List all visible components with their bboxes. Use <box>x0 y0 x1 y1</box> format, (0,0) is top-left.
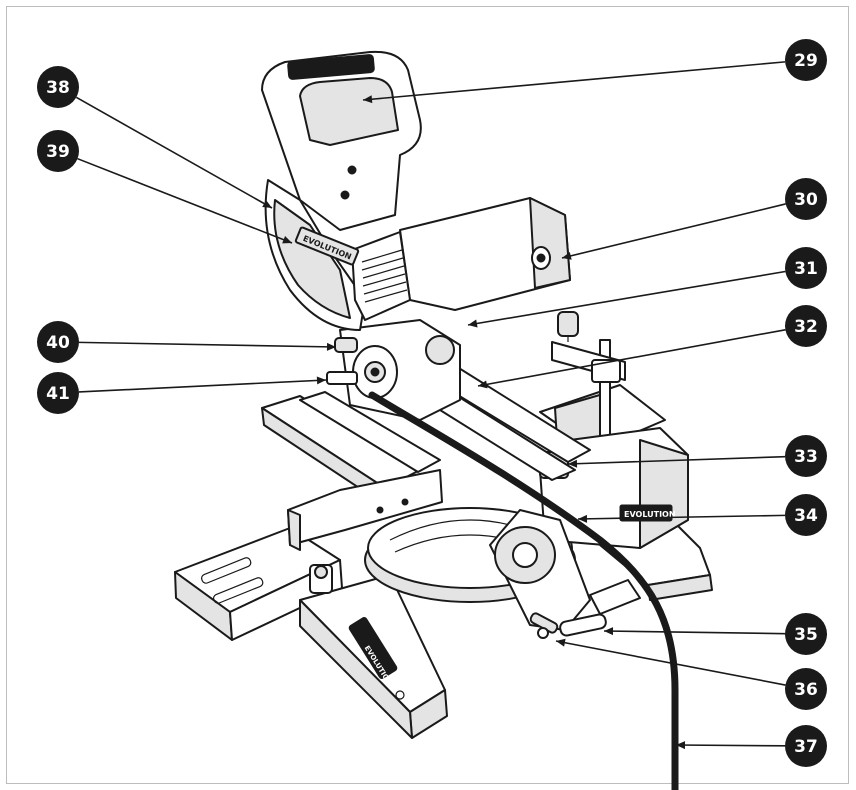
rail-housing-brand-label: EVOLUTION <box>624 510 676 519</box>
callout-arrow-tip <box>676 741 686 750</box>
callout-number: 30 <box>794 190 818 210</box>
callout-number: 36 <box>794 680 818 700</box>
callout-number: 32 <box>794 317 818 337</box>
callout-leader-line <box>567 455 786 465</box>
callout-arrow-tip <box>578 514 588 523</box>
callout-arrow-tip <box>262 200 272 208</box>
callout-badge <box>37 66 79 108</box>
callout-leader-line <box>78 341 337 348</box>
callout-39: 39 <box>37 130 293 244</box>
callout-number: 41 <box>46 384 70 404</box>
callout-number: 35 <box>794 625 818 645</box>
fence <box>287 469 443 551</box>
callout-badge <box>785 435 827 477</box>
front-foot: EVOLUTION <box>299 574 448 739</box>
callout-arrow-tip <box>562 251 572 260</box>
callout-badge <box>785 613 827 655</box>
pivot-assembly <box>326 319 461 421</box>
callout-36: 36 <box>555 638 827 710</box>
bevel-arm <box>489 509 591 631</box>
callout-arrow-tip <box>478 380 488 389</box>
callout-arrow-tip <box>363 95 373 104</box>
mitre-lock-knob <box>529 612 559 639</box>
callout-badge <box>785 668 827 710</box>
callout-number: 40 <box>46 333 70 353</box>
callout-number: 33 <box>794 447 818 467</box>
callout-badge <box>37 130 79 172</box>
callout-badge <box>37 372 79 414</box>
callout-leader-line <box>77 157 293 244</box>
callout-32: 32 <box>477 305 827 389</box>
callout-arrow-tip <box>326 342 336 351</box>
blade-guard <box>264 179 366 331</box>
callout-leader-line <box>561 203 786 259</box>
callout-arrow-tip <box>282 235 292 244</box>
callout-badge <box>785 39 827 81</box>
callout-arrow-tip <box>316 376 326 385</box>
callout-35: 35 <box>603 613 827 655</box>
callout-40: 40 <box>37 321 337 363</box>
motor-housing <box>399 197 571 311</box>
callout-30: 30 <box>561 178 827 260</box>
left-extension-table <box>261 391 441 506</box>
callout-leader-line <box>603 630 786 635</box>
callout-badge <box>785 305 827 347</box>
callout-number: 29 <box>794 51 818 71</box>
callout-31: 31 <box>467 247 827 328</box>
callout-arrow-tip <box>468 319 478 328</box>
callout-leader-line <box>675 744 786 747</box>
callout-41: 41 <box>37 372 327 414</box>
callout-badge <box>785 725 827 767</box>
diagram-frame <box>6 6 849 784</box>
callout-arrow-tip <box>604 627 614 636</box>
callout-leader-line <box>78 379 327 393</box>
callout-badge <box>785 247 827 289</box>
callout-number: 34 <box>794 506 818 526</box>
callout-number: 39 <box>46 142 70 162</box>
callout-leader-line <box>467 270 786 326</box>
callout-badge <box>785 494 827 536</box>
callout-arrow-tip <box>568 459 578 468</box>
callout-layer: 29 30 31 32 33 34 35 36 37 38 39 40 41 <box>37 39 827 767</box>
callout-38: 38 <box>37 66 273 209</box>
callout-badge <box>37 321 79 363</box>
callout-leader-line <box>555 640 786 686</box>
callout-34: 34 <box>577 494 827 536</box>
callout-37: 37 <box>675 725 827 767</box>
fence-clamp-knob <box>309 564 333 594</box>
operating-handle <box>261 50 422 231</box>
callout-badge <box>785 178 827 220</box>
motor-vent-cover <box>351 231 411 321</box>
callout-arrow-tip <box>556 638 566 647</box>
callout-leader-line <box>577 514 786 520</box>
callout-29: 29 <box>362 39 827 104</box>
callout-33: 33 <box>567 435 827 477</box>
callout-number: 38 <box>46 78 70 98</box>
mitre-handle <box>559 579 641 637</box>
callout-leader-line <box>75 96 273 209</box>
power-cable <box>368 391 679 790</box>
callout-number: 31 <box>794 259 818 279</box>
callout-leader-line <box>477 328 786 387</box>
callout-number: 37 <box>794 737 818 757</box>
callout-leader-line <box>362 61 786 101</box>
